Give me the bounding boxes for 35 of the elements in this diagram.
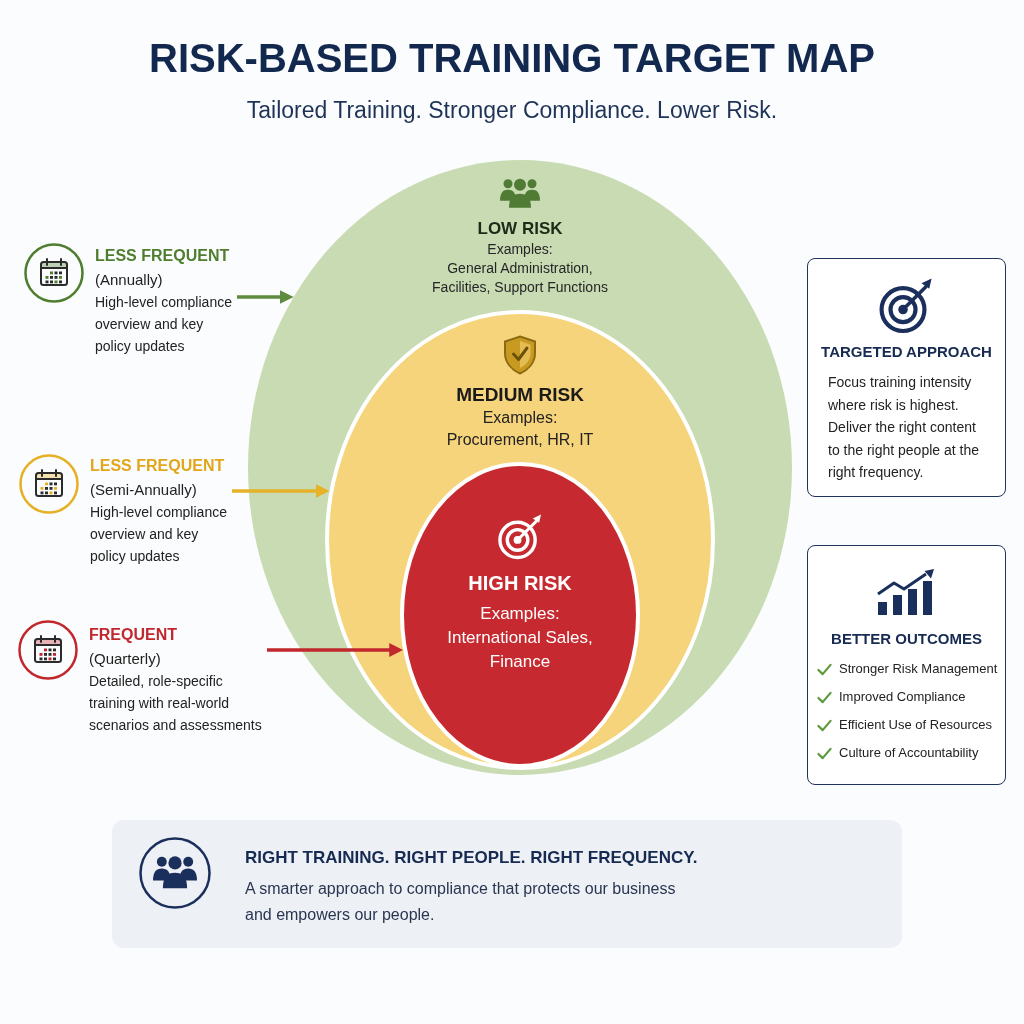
frequency-period: (Annually) <box>95 270 163 290</box>
card-heading: BETTER OUTCOMES <box>831 630 982 648</box>
arrow <box>232 484 330 498</box>
benefit-item: Improved Compliance <box>839 688 966 706</box>
page-title: RISK-BASED TRAINING TARGET MAP <box>149 35 875 82</box>
banner-panel <box>112 820 902 948</box>
benefit-item: Culture of Accountability <box>839 744 979 762</box>
examples-list: Procurement, HR, IT <box>446 429 594 451</box>
zone-title: LOW RISK <box>477 218 563 240</box>
examples-label: Examples: <box>480 603 560 625</box>
frequency-heading: LESS FREQUENT <box>90 456 225 476</box>
examples-label: Examples: <box>487 240 553 259</box>
arrow <box>237 290 294 304</box>
banner-heading: RIGHT TRAINING. RIGHT PEOPLE. RIGHT FREQUENCY. <box>245 848 698 868</box>
benefit-item: Efficient Use of Resources <box>839 716 992 734</box>
info-card <box>807 545 1006 785</box>
frequency-period: (Semi-Annually) <box>90 480 197 500</box>
page-subtitle: Tailored Training. Stronger Compliance. Lower Risk. <box>246 96 778 124</box>
frequency-heading: LESS FREQUENT <box>95 246 230 266</box>
benefit-item: Stronger Risk Management <box>839 660 998 678</box>
frequency-period: (Quarterly) <box>89 649 161 669</box>
zone-title: MEDIUM RISK <box>456 383 584 407</box>
zone-title: HIGH RISK <box>468 571 572 596</box>
frequency-description: Detailed, role-specific training with real-world scenarios and assessments <box>89 672 263 735</box>
card-description: Focus training intensity where risk is highest. Deliver the right content to the right people at the right frequency. <box>828 373 980 482</box>
arrow <box>267 643 404 657</box>
card-heading: TARGETED APPROACH <box>821 343 992 361</box>
frequency-description: High-level compliance overview and key policy updates <box>95 293 233 356</box>
examples-list: General Administration, Facilities, Support Functions <box>429 259 611 297</box>
info-card <box>807 258 1006 497</box>
frequency-heading: FREQUENT <box>89 625 177 645</box>
frequency-description: High-level compliance overview and key policy updates <box>90 503 228 566</box>
examples-list: International Sales, Finance <box>440 626 600 674</box>
examples-label: Examples: <box>482 408 558 428</box>
banner-text: A smarter approach to compliance that protects our business and empowers our people. <box>245 879 677 925</box>
